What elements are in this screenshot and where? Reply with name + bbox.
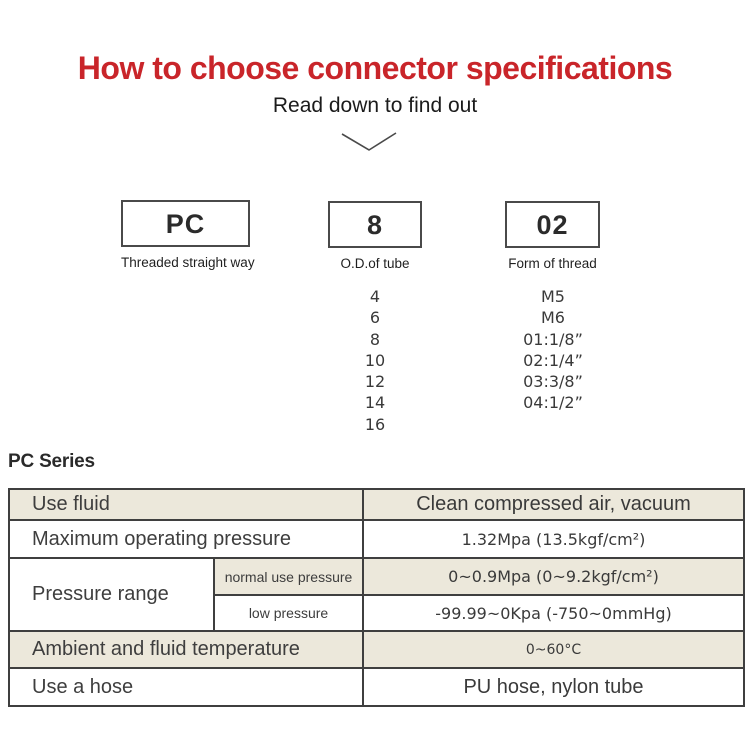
code-group-thread: 02 Form of thread	[505, 201, 600, 271]
tube-od-option: 6	[369, 308, 381, 328]
code-group-series: PC Threaded straight way	[121, 200, 255, 270]
spec-value-max-pressure: 1.32Mpa (13.5kgf/cm²)	[362, 519, 745, 559]
spec-value-use-fluid: Clean compressed air, vacuum	[362, 488, 745, 521]
spec-label-pressure-range: Pressure range	[8, 557, 215, 632]
page-subtitle: Read down to find out	[272, 94, 478, 117]
tube-od-option: 12	[364, 372, 386, 392]
spec-sublabel-low-pressure: low pressure	[213, 594, 364, 632]
spec-value-temperature: 0~60°C	[362, 630, 745, 669]
spec-label-temperature: Ambient and fluid temperature	[8, 630, 364, 669]
table-row-hose: Use a hose PU hose, nylon tube	[8, 667, 745, 707]
spec-label-max-pressure: Maximum operating pressure	[8, 519, 364, 559]
thread-form-option: 03:3/8”	[523, 372, 583, 392]
table-row-max-pressure: Maximum operating pressure 1.32Mpa (13.5…	[8, 519, 745, 559]
tube-od-option: 8	[369, 329, 381, 349]
table-row-normal-pressure: Pressure range normal use pressure 0~0.9…	[8, 557, 745, 632]
series-code-box: PC	[121, 200, 250, 247]
thread-form-option: M6	[541, 308, 565, 328]
thread-code-label: Form of thread	[508, 256, 597, 271]
spec-table: Use fluid Clean compressed air, vacuum M…	[8, 488, 745, 707]
thread-code-box: 02	[505, 201, 600, 248]
spec-sublabel-normal-pressure: normal use pressure	[213, 557, 364, 596]
tube-od-options: 4 6 8 10 12 14 16	[318, 286, 432, 435]
tube-od-code-box: 8	[328, 201, 422, 248]
thread-form-option: 04:1/2”	[523, 393, 583, 413]
thread-form-options: M5 M6 01:1/8” 02:1/4” 03:3/8” 04:1/2”	[473, 286, 633, 414]
spec-value-hose: PU hose, nylon tube	[362, 667, 745, 707]
table-row-use-fluid: Use fluid Clean compressed air, vacuum	[8, 488, 745, 521]
tube-od-option: 16	[364, 414, 386, 434]
thread-form-option: 01:1/8”	[523, 329, 583, 349]
spec-label-hose: Use a hose	[8, 667, 364, 707]
thread-form-option: 02:1/4”	[523, 350, 583, 370]
spec-value-normal-pressure: 0~0.9Mpa (0~9.2kgf/cm²)	[362, 557, 745, 596]
thread-form-option: M5	[541, 287, 565, 306]
table-row-temperature: Ambient and fluid temperature 0~60°C	[8, 630, 745, 669]
table-row-low-pressure: low pressure -99.99~0Kpa (-750~0mmHg)	[9, 594, 745, 632]
series-heading: PC Series	[8, 451, 95, 472]
spec-label-use-fluid: Use fluid	[8, 488, 364, 521]
tube-od-option: 14	[364, 393, 386, 413]
spec-value-low-pressure: -99.99~0Kpa (-750~0mmHg)	[362, 594, 745, 632]
tube-od-option: 10	[364, 350, 386, 370]
series-code-label: Threaded straight way	[121, 255, 255, 270]
tube-od-code-label: O.D.of tube	[340, 256, 410, 271]
tube-od-option: 4	[369, 287, 381, 306]
chevron-down-icon	[341, 132, 397, 151]
code-group-tube-od: 8 O.D.of tube	[328, 201, 422, 271]
page-title: How to choose connector specifications	[77, 50, 673, 86]
